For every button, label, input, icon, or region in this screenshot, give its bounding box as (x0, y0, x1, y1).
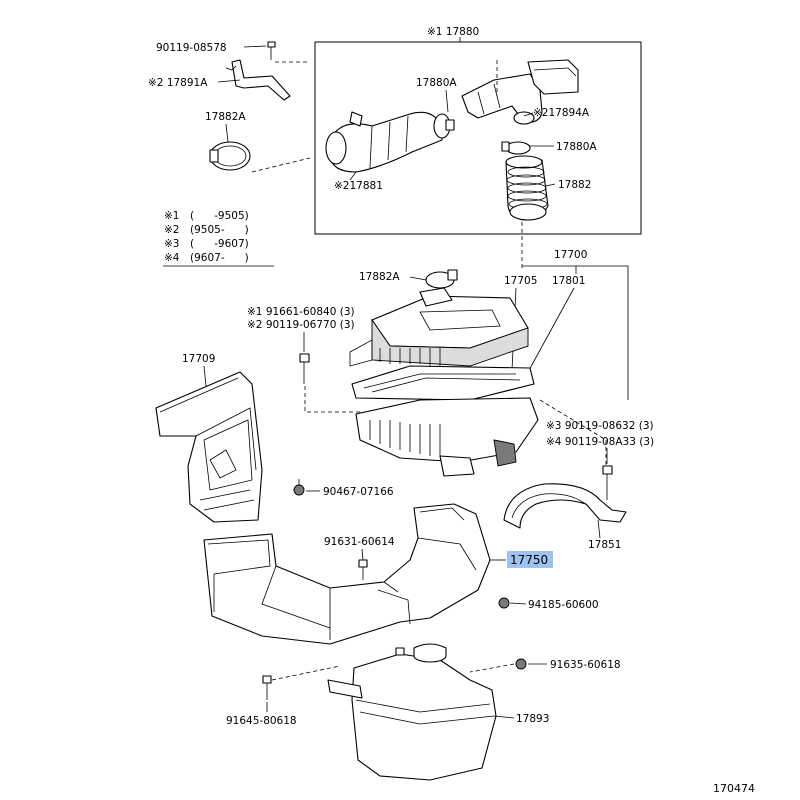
clamp-17880a-right (501, 141, 531, 155)
label-17750[interactable]: 17750 (510, 553, 548, 567)
note-2-text: (9505- ) (190, 224, 249, 236)
clamp-17882a-left (209, 141, 251, 171)
grommet-91635-60618 (515, 658, 527, 670)
note-3-text: ( -9607) (190, 238, 249, 250)
label-bolt-90119-08632: ※3 90119-08632 (3) (546, 420, 654, 432)
dash-grommet-to-resonator (469, 663, 515, 673)
label-90119-08578: 90119-08578 (156, 42, 227, 54)
grommet-94185-60600 (498, 597, 510, 609)
resonator-17893 (327, 643, 497, 781)
label-94185: 94185-60600 (528, 599, 599, 611)
label-17801: 17801 (552, 275, 585, 287)
label-91631: 91631-60614 (324, 536, 395, 548)
label-17893: 17893 (516, 713, 549, 725)
clamp-17880a-top (433, 113, 455, 139)
leader-17893 (493, 715, 515, 719)
note-4-text: (9607- ) (190, 252, 249, 264)
bolt-91631-60614 (358, 559, 368, 580)
label-17882a-mid: 17882A (359, 271, 400, 283)
label-17880-group: ※1 17880 (427, 26, 479, 38)
label-bolt-90119-06770: ※2 90119-06770 (3) (247, 319, 355, 331)
leader-91631 (361, 548, 364, 561)
label-91645: 91645-80618 (226, 715, 297, 727)
note-2-mark: ※2 (164, 224, 179, 236)
leader-17882a-mid (409, 276, 427, 281)
dash-bolt-to-resonator (271, 665, 341, 681)
leader-17880a-top (445, 89, 449, 113)
clip-90467-07166 (293, 479, 305, 496)
filter-element-17801 (351, 365, 535, 401)
leader-17891a (217, 79, 241, 83)
intake-duct-17750 (203, 503, 491, 645)
leader-17801 (527, 287, 575, 373)
duct-17709 (155, 371, 263, 523)
label-17700: 17700 (554, 249, 587, 261)
dash-bolt-right (539, 399, 607, 470)
label-217881: ※217881 (334, 180, 383, 192)
label-17705: 17705 (504, 275, 537, 287)
leader-217894a (523, 112, 534, 117)
leader-217881 (349, 171, 357, 181)
notes-table: ※1 ( -9505) ※2 (9505- ) ※3 ( -9607) ※4 (… (163, 210, 274, 267)
label-17851: 17851 (588, 539, 621, 551)
bellows-hose-17882 (505, 155, 549, 221)
highlight-17750 (507, 551, 553, 568)
label-17709: 17709 (182, 353, 215, 365)
diagram-number: 170474 (713, 782, 755, 795)
shield-17851 (503, 483, 627, 529)
leader-17882a-left (225, 123, 229, 143)
bolt-90119-08578 (267, 41, 276, 60)
intake-hose-group-box (314, 41, 642, 235)
leader-17851 (597, 519, 601, 539)
note-3-mark: ※3 (164, 238, 179, 250)
clamp-17882a-mid (425, 269, 458, 289)
leader-90119-08578 (243, 45, 267, 48)
note-4-mark: ※4 (164, 252, 180, 264)
label-17880a-top: 17880A (416, 77, 457, 89)
bolt-91645-80618 (262, 675, 272, 700)
note-1-mark: ※1 (164, 210, 179, 222)
air-cleaner-cap (349, 287, 529, 367)
note-1-text: ( -9505) (190, 210, 249, 222)
label-217894a: ※217894A (533, 107, 590, 119)
leader-17882 (545, 183, 556, 187)
label-17880a-right: 17880A (556, 141, 597, 153)
air-cleaner-case (355, 397, 539, 477)
label-91635: 91635-60618 (550, 659, 621, 671)
label-bolt-90119-08a33: ※4 90119-08A33 (3) (546, 436, 654, 448)
intake-hose-217881 (325, 111, 443, 173)
intake-hose-217894a (461, 59, 579, 125)
leader-94185 (509, 602, 527, 605)
bracket-17700 (522, 265, 629, 400)
leader-17709 (203, 365, 207, 387)
label-bolt-91661: ※1 91661-60840 (3) (247, 306, 355, 318)
dash-clamp-to-hose (251, 157, 311, 173)
dash-bolt-left (304, 386, 360, 413)
bracket-17891a (225, 59, 291, 101)
label-17882: 17882 (558, 179, 591, 191)
bolt-91661-60840 (299, 353, 310, 384)
label-17891a: ※2 17891A (148, 77, 208, 89)
label-90467: 90467-07166 (323, 486, 394, 498)
bolt-90119-08632 (602, 465, 613, 500)
label-17882a-left: 17882A (205, 111, 246, 123)
